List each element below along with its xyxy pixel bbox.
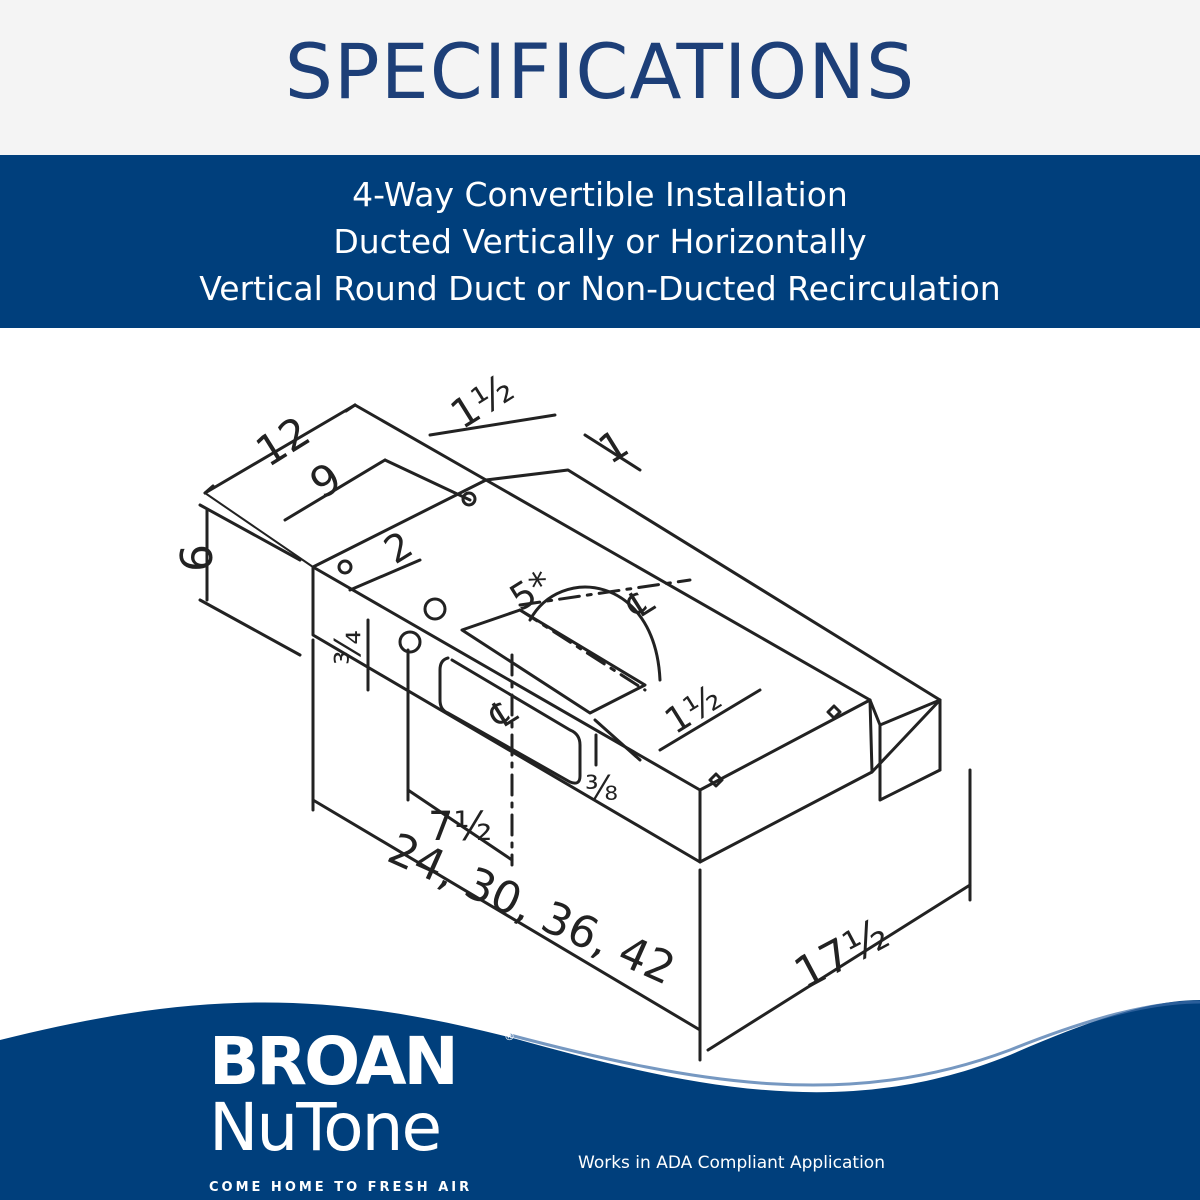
dimension-1-top [583, 433, 642, 472]
label-centerline-top: ℄ [619, 581, 661, 629]
label-1-top: 1 [591, 421, 637, 473]
hood-back-wedge [484, 468, 942, 774]
control-panel-outline [438, 656, 582, 785]
title-band [0, 0, 1200, 155]
ada-note: Works in ADA Compliant Application [578, 1153, 885, 1173]
page-title: SPECIFICATIONS [284, 27, 916, 116]
brand-logo-nutone: NuTone [209, 1089, 442, 1166]
dimension-12 [203, 403, 357, 495]
range-hood-dimension-diagram: 12 9 1½ 1 6 2 5* ℄ ¾ ℄ 1½ ⅜ 7½ 24, 30, 3… [172, 365, 972, 1062]
duct-opening [460, 608, 647, 715]
brand-tagline: COME HOME TO FRESH AIR [209, 1180, 473, 1195]
feature-line-1: 4-Way Convertible Installation [352, 175, 848, 214]
label-7-half: 7½ [428, 804, 492, 850]
dimension-2 [348, 558, 422, 592]
label-6: 6 [172, 544, 223, 572]
label-2: 2 [376, 523, 420, 573]
registered-mark: ® [504, 1030, 515, 1043]
brand-logo-broan: BROAN [209, 1023, 459, 1100]
hood-side-face [698, 698, 874, 864]
label-1-half-top: 1½ [443, 365, 522, 438]
label-widths: 24, 30, 36, 42 [381, 823, 683, 995]
label-9: 9 [301, 453, 350, 509]
feature-band: 4-Way Convertible Installation Ducted Ve… [0, 155, 1200, 328]
feature-line-3: Vertical Round Duct or Non-Ducted Recirc… [199, 269, 1001, 308]
label-3-4: ¾ [328, 630, 369, 665]
dimension-9 [283, 458, 387, 522]
label-5: 5* [503, 563, 559, 619]
label-1-half-front: 1½ [658, 677, 729, 742]
dimension-1-half-top [428, 413, 557, 437]
label-17-half: 17½ [786, 908, 897, 999]
label-3-8: ⅜ [585, 769, 618, 809]
dimension-1-half-front [658, 688, 762, 752]
feature-line-2: Ducted Vertically or Horizontally [333, 222, 867, 261]
